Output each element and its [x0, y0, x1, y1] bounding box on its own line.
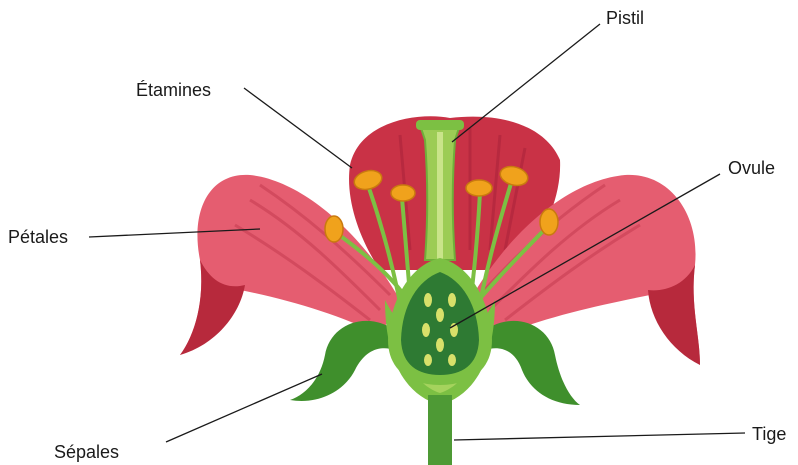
stem — [428, 395, 452, 465]
left-sepal — [290, 321, 395, 401]
label-pistil: Pistil — [606, 8, 644, 28]
flower-illustration — [180, 116, 700, 465]
label-petales: Pétales — [8, 227, 68, 247]
label-sepales: Sépales — [54, 442, 119, 462]
label-ovule: Ovule — [728, 158, 775, 178]
leader-sepales — [166, 374, 322, 442]
right-sepal — [485, 321, 580, 405]
leader-tige — [454, 433, 745, 440]
label-tige: Tige — [752, 424, 786, 444]
label-etamines: Étamines — [136, 80, 211, 100]
leader-etamines — [244, 88, 352, 168]
pistil-stigma — [416, 120, 464, 130]
leader-pistil — [452, 24, 600, 142]
pistil-stripe — [437, 132, 443, 265]
